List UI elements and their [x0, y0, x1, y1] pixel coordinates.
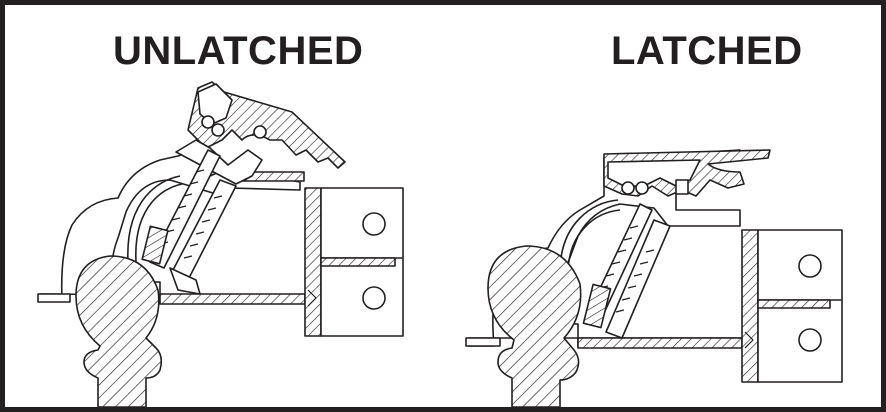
unlatched-bolt-bottom — [362, 286, 386, 310]
unlatched-channel-web — [304, 187, 322, 337]
latched-bolt-top — [798, 254, 822, 278]
latched-channel-web — [741, 229, 759, 383]
unlatched-coupler — [37, 81, 404, 407]
latched-bolt-bottom — [798, 328, 822, 352]
coupler-diagrams — [37, 81, 843, 407]
latched-lock-block — [582, 283, 612, 329]
unlatched-spring-left — [149, 149, 221, 269]
latched-heading: LATCHED — [611, 29, 803, 73]
latched-center-bar — [757, 299, 831, 309]
latched-spring-right — [605, 219, 671, 339]
unlatched-center-bar — [320, 257, 396, 267]
unlatched-bottom-plate — [159, 293, 306, 305]
unlatched-heading: UNLATCHED — [113, 29, 364, 73]
latched-coupler — [465, 149, 843, 407]
unlatched-hitch-ball — [75, 255, 163, 407]
unlatched-lock-block — [141, 225, 169, 265]
unlatched-bolt-top — [362, 212, 386, 236]
latched-bottom-plate — [577, 337, 743, 349]
latched-hitch-ball — [487, 245, 582, 407]
